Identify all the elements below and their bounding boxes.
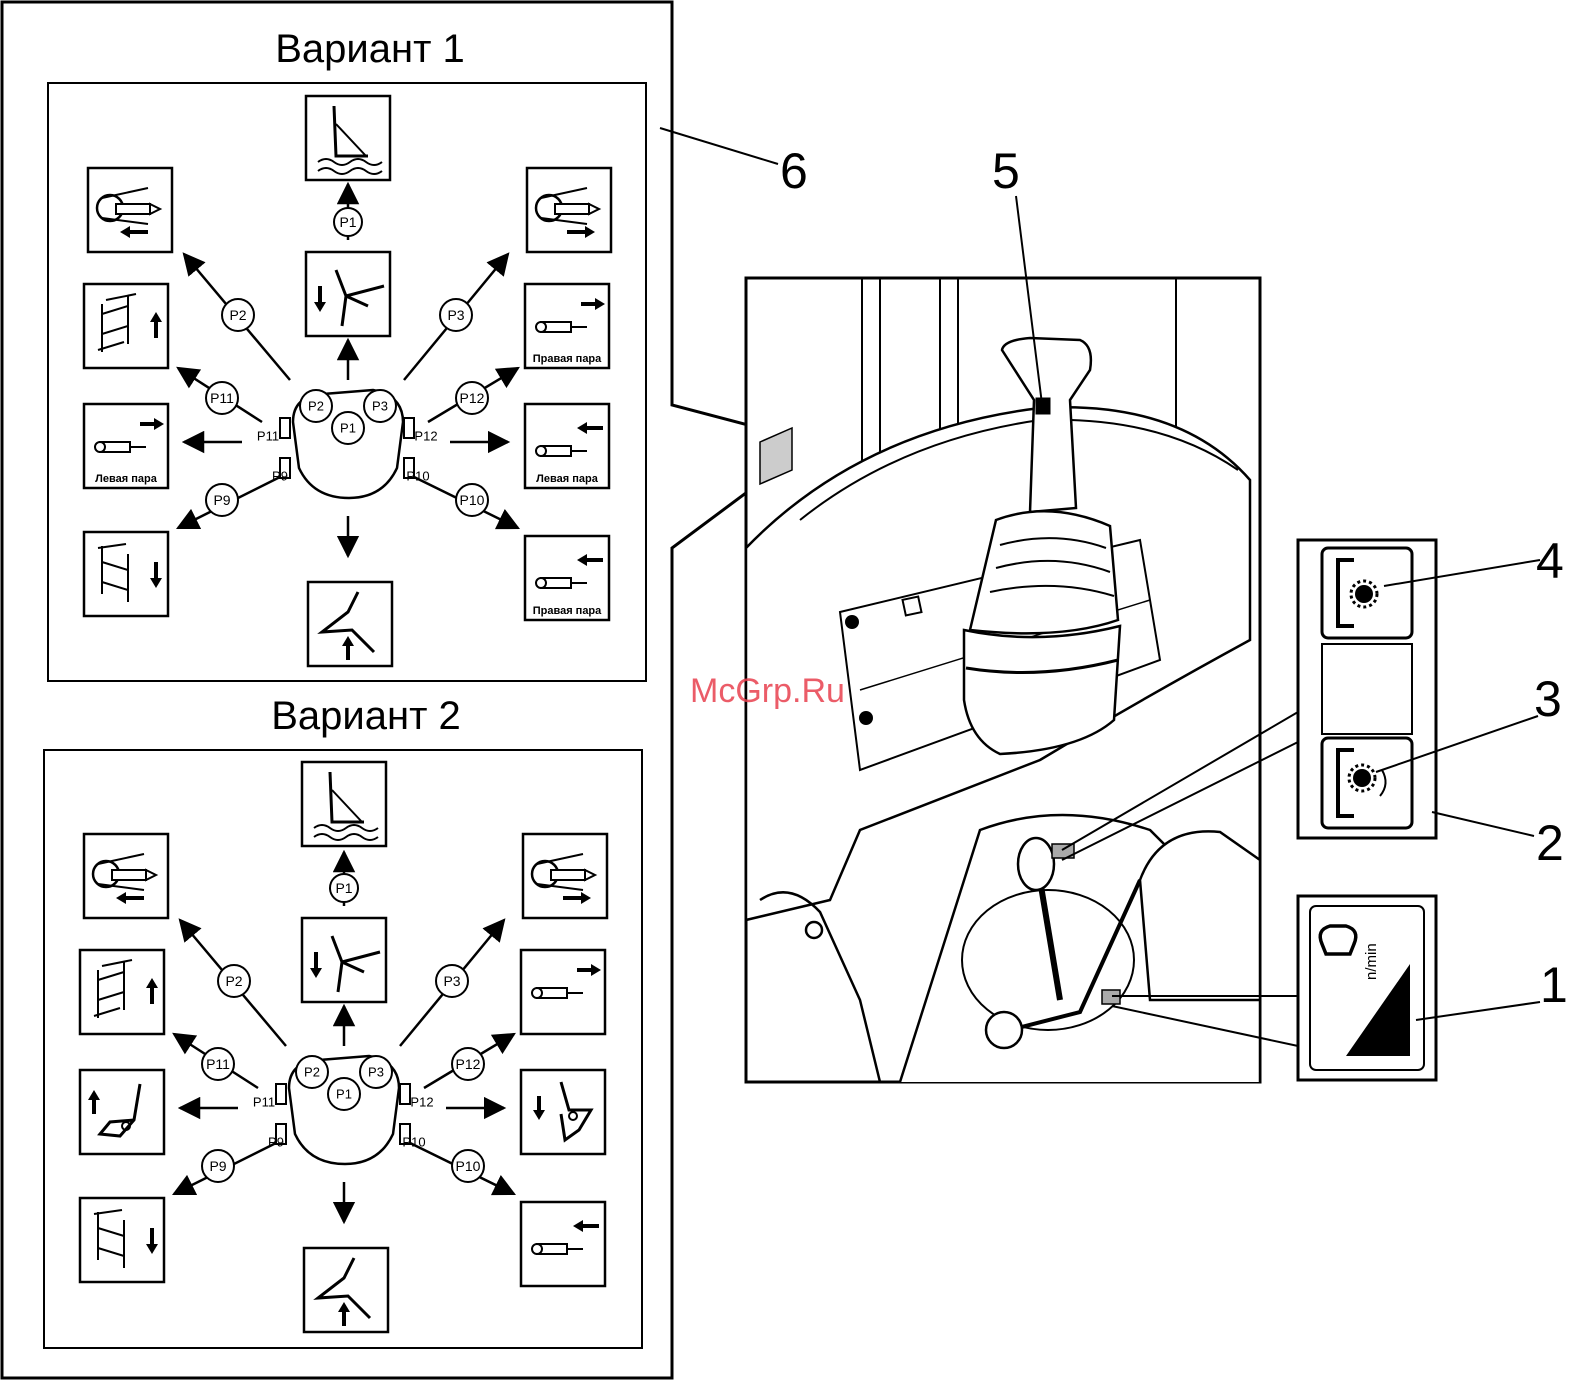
v1-bubble-p1: P1 bbox=[339, 214, 356, 230]
label-right-pair-top: Правая пара bbox=[533, 353, 602, 365]
callout-5: 5 bbox=[992, 143, 1020, 199]
variant-2-title: Вариант 2 bbox=[271, 694, 461, 738]
v1-bubble-p12: P12 bbox=[460, 390, 485, 406]
v1-joy-p11: P11 bbox=[257, 429, 279, 444]
label-left-pair-right: Левая пара bbox=[536, 473, 599, 485]
v2-cylinder-in-icon bbox=[521, 1202, 605, 1286]
v2-bucket-lift-icon bbox=[304, 1248, 388, 1332]
mast-up-icon bbox=[84, 284, 168, 368]
rotary-reverse-icon bbox=[1353, 769, 1371, 787]
v1-joy-p10: P10 bbox=[406, 469, 429, 484]
v2-bubble-p10: P10 bbox=[456, 1158, 481, 1174]
v2-bubble-p1: P1 bbox=[335, 880, 352, 896]
v2-mast-down-icon bbox=[80, 1198, 164, 1282]
v1-joy-p3: P3 bbox=[372, 399, 388, 414]
v2-reel-right-icon bbox=[523, 834, 607, 918]
v2-bubble-p3: P3 bbox=[443, 973, 460, 989]
v1-bubble-p9: P9 bbox=[213, 492, 230, 508]
v2-bubble-p12: P12 bbox=[456, 1056, 481, 1072]
v2-joy-p1: P1 bbox=[336, 1087, 352, 1102]
label-left-pair-left: Левая пара bbox=[95, 473, 158, 485]
bucket-lift-icon bbox=[308, 582, 392, 666]
v2-mast-up-icon bbox=[80, 950, 164, 1034]
engine-speed-panel: n/min bbox=[1298, 896, 1436, 1080]
rotary-switch-panel bbox=[1298, 540, 1436, 838]
reel-left-icon bbox=[88, 168, 172, 252]
bucket-tilt-down-icon bbox=[306, 252, 390, 336]
v2-bubble-p9: P9 bbox=[209, 1158, 226, 1174]
variant-1-title: Вариант 1 bbox=[275, 27, 465, 71]
v2-bucket-tilt-down-icon bbox=[302, 918, 386, 1002]
callout-3: 3 bbox=[1534, 671, 1562, 727]
v2-joy-p12: P12 bbox=[410, 1095, 433, 1110]
bucket-float-icon bbox=[306, 96, 390, 180]
v1-joy-p9: P9 bbox=[272, 469, 288, 484]
v2-joy-p11: P11 bbox=[253, 1095, 275, 1110]
rotary-work-icon bbox=[1355, 585, 1373, 603]
v1-bubble-p11: P11 bbox=[210, 390, 234, 406]
watermark: McGrp.Ru bbox=[690, 672, 845, 710]
mast-down-icon bbox=[84, 532, 168, 616]
v2-joy-p10: P10 bbox=[402, 1135, 425, 1150]
v2-joy-p2: P2 bbox=[304, 1065, 320, 1080]
reel-right-icon bbox=[527, 168, 611, 252]
v2-cylinder-out-icon bbox=[521, 950, 605, 1034]
speed-unit-label: n/min bbox=[1363, 943, 1380, 980]
callout-6: 6 bbox=[780, 143, 808, 199]
v2-boom-up-icon bbox=[80, 1070, 164, 1154]
v1-joy-p2: P2 bbox=[308, 399, 324, 414]
v1-joy-p12: P12 bbox=[414, 429, 437, 444]
v1-bubble-p10: P10 bbox=[460, 492, 485, 508]
v2-bubble-p2: P2 bbox=[225, 973, 242, 989]
v1-bubble-p3: P3 bbox=[447, 307, 464, 323]
joystick-button-icon bbox=[1036, 398, 1050, 414]
v2-reel-left-icon bbox=[84, 834, 168, 918]
v1-joy-p1: P1 bbox=[340, 421, 356, 436]
v2-joy-p9: P9 bbox=[268, 1135, 284, 1150]
v1-bubble-p2: P2 bbox=[229, 307, 246, 323]
callout-1: 1 bbox=[1540, 957, 1568, 1013]
label-right-pair-bottom: Правая пара bbox=[533, 605, 602, 617]
v2-boom-down-icon bbox=[521, 1070, 605, 1154]
v2-joy-p3: P3 bbox=[368, 1065, 384, 1080]
callout-2: 2 bbox=[1536, 815, 1564, 871]
callout-4: 4 bbox=[1536, 533, 1564, 589]
v2-bucket-float-icon bbox=[302, 762, 386, 846]
v2-bubble-p11: P11 bbox=[206, 1056, 230, 1072]
